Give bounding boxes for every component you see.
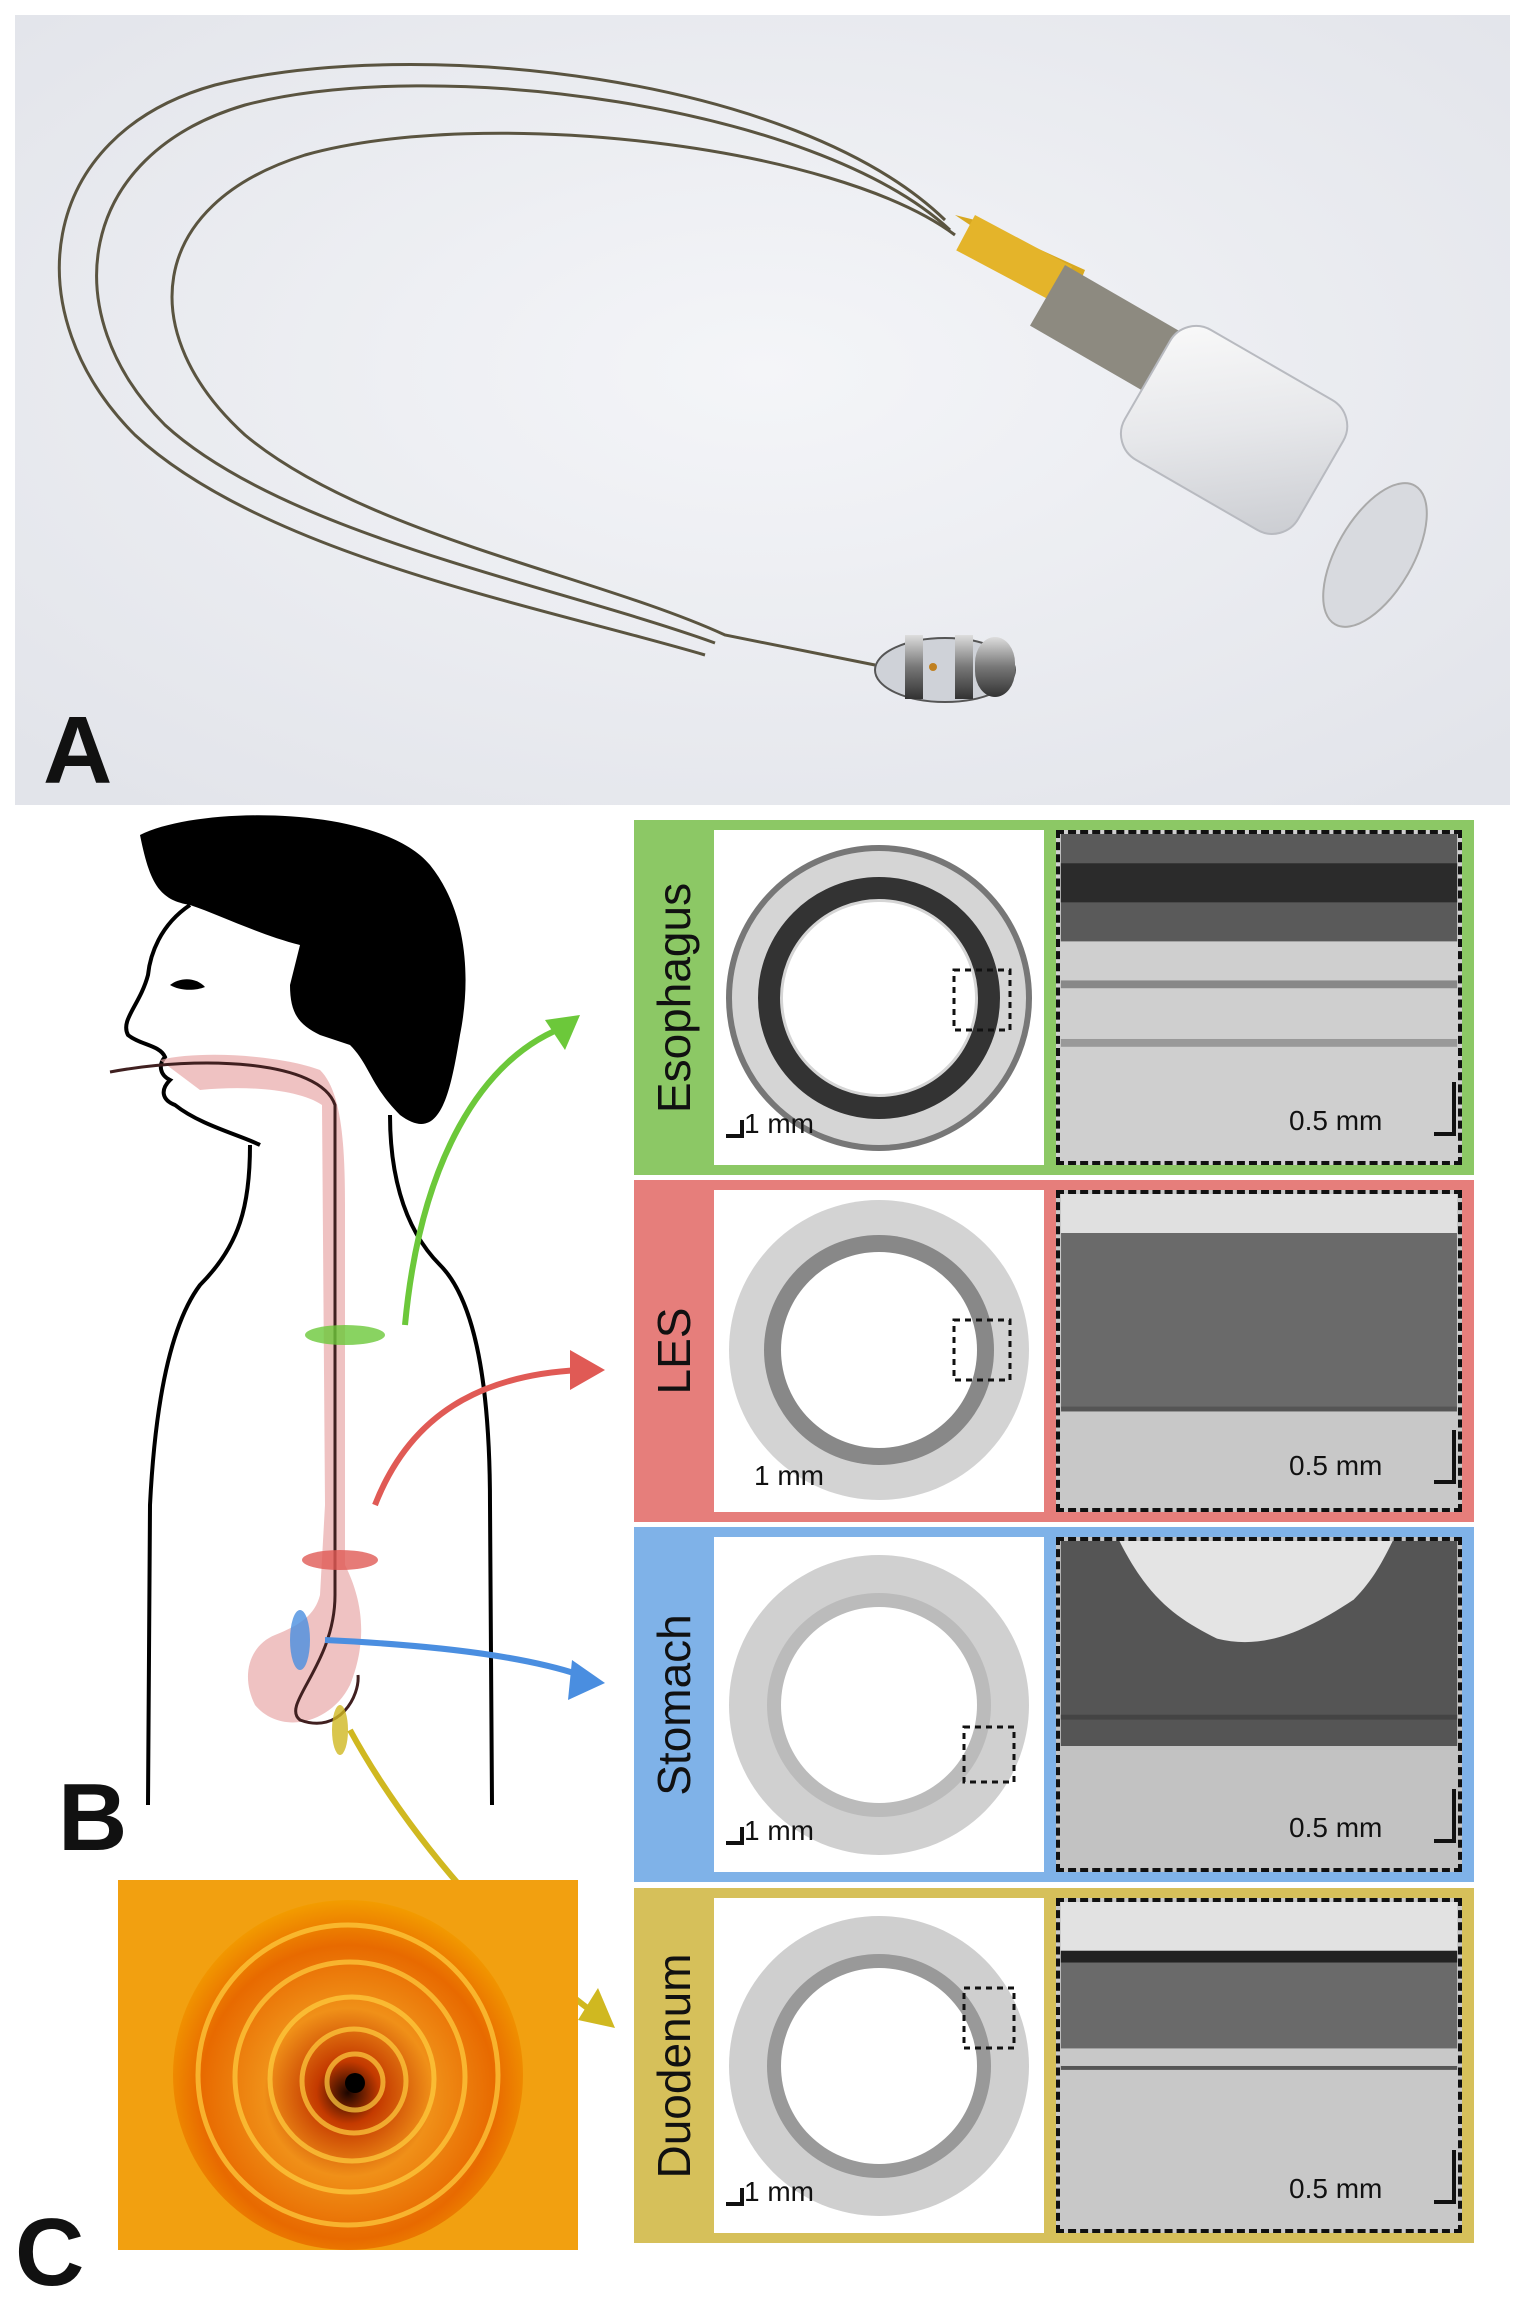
- organ-label-stomach: Stomach: [648, 1613, 700, 1796]
- fiber-connector: [955, 215, 1428, 628]
- gi-tract: [160, 1054, 362, 1723]
- zoom-stomach: [1056, 1537, 1462, 1872]
- panel-letter-a: A: [43, 697, 113, 804]
- duodenum-plane: [332, 1705, 348, 1755]
- cross-section-duodenum: [714, 1898, 1044, 2233]
- zoom-esophagus: [1056, 830, 1462, 1165]
- zoom-scale-esophagus: 0.5 mm: [1289, 1105, 1383, 1136]
- oct-panel-les: LES 1 mm 0.5 mm: [634, 1180, 1474, 1522]
- zoom-scale-duodenum: 0.5 mm: [1289, 2173, 1383, 2204]
- panel-letter-c: C: [15, 2199, 85, 2306]
- zoom-scale-stomach: 0.5 mm: [1289, 1812, 1383, 1843]
- oct-panel-esophagus: Esophagus 1 mm 0.5 mm: [634, 820, 1474, 1175]
- back-torso-line: [388, 1114, 494, 1806]
- oct-panel-duodenum: Duodenum 1 mm 0.5 mm: [634, 1888, 1474, 2243]
- les-arrow: [372, 1367, 581, 1507]
- cross-section-esophagus: [714, 830, 1044, 1165]
- cross-section-stomach: [714, 1537, 1044, 1872]
- stomach-plane: [290, 1610, 310, 1670]
- zoom-scale-les: 0.5 mm: [1289, 1450, 1383, 1481]
- anatomy-drawing: [109, 815, 605, 1806]
- lumen-rendering-svg: [118, 1880, 578, 2250]
- organ-label-duodenum: Duodenum: [648, 1952, 700, 2179]
- oct-panel-stomach: Stomach 1 mm 0.5 mm: [634, 1527, 1474, 1882]
- zoom-les: [1056, 1190, 1462, 1512]
- stomach-arrow: [324, 1637, 581, 1678]
- tether-loop-outer: [57, 62, 947, 657]
- organ-label-esophagus: Esophagus: [648, 882, 700, 1113]
- panel-letter-b: B: [58, 1764, 128, 1871]
- eye: [170, 979, 205, 990]
- capsule-device-illustration: [15, 15, 1510, 805]
- les-plane: [302, 1550, 378, 1570]
- face-profile: [124, 903, 261, 1147]
- device-photo-panel: A: [15, 15, 1510, 805]
- esophagus-arrow: [402, 1022, 571, 1326]
- circle-scale-les: 1 mm: [754, 1460, 824, 1491]
- circle-scale-stomach: 1 mm: [744, 1815, 814, 1846]
- cross-section-les: [714, 1190, 1044, 1512]
- front-torso-line: [146, 1144, 252, 1806]
- capsule: [874, 635, 1016, 703]
- luminal-3d-rendering: [118, 1880, 578, 2250]
- zoom-duodenum: [1056, 1898, 1462, 2233]
- organ-label-les: LES: [648, 1307, 700, 1395]
- circle-scale-duodenum: 1 mm: [744, 2176, 814, 2207]
- circle-scale-esophagus: 1 mm: [744, 1108, 814, 1139]
- tether-loop-inner: [170, 131, 956, 667]
- esophagus-plane: [305, 1325, 385, 1345]
- tether-loop-middle: [95, 84, 952, 645]
- hair-silhouette: [140, 815, 466, 1124]
